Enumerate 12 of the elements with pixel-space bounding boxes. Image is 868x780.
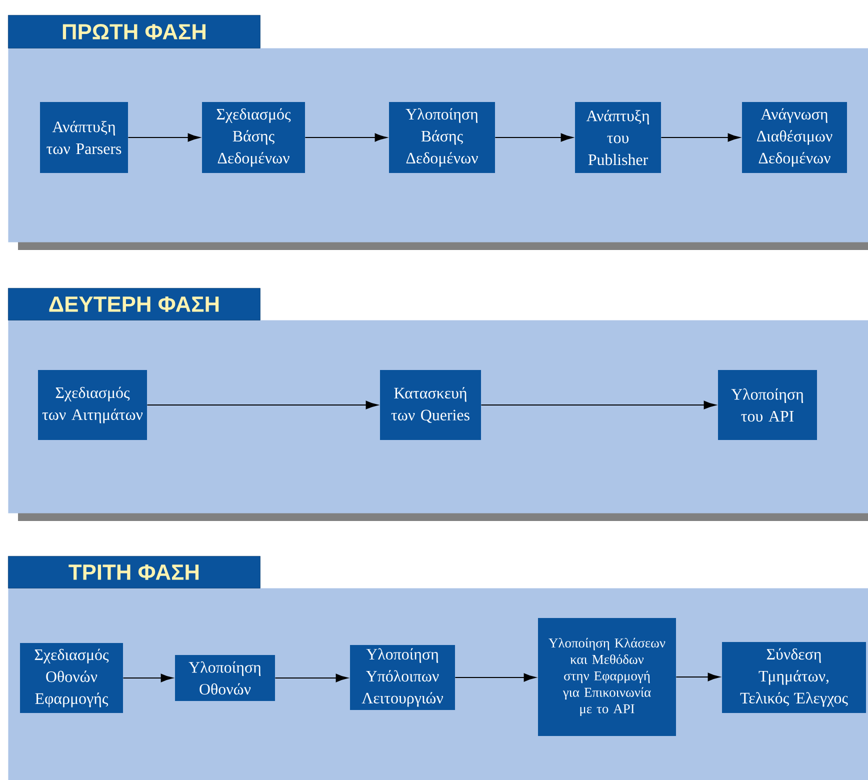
phase-heading: ΠΡΩΤΗ ΦΑΣΗ [8, 15, 260, 48]
arrow [122, 674, 174, 682]
process-box: Σχεδιασμός Οθονών Εφαρμογής [20, 643, 123, 713]
arrow [274, 674, 348, 682]
process-box: Υλοποίηση Οθονών [175, 655, 275, 701]
arrow [676, 672, 720, 682]
phase-heading: ΤΡΙΤΗ ΦΑΣΗ [8, 556, 260, 588]
process-box: Υλοποίηση Κλάσεων και Μεθόδων στην Εφαρμογή για Επικοινωνία με το API [538, 618, 676, 736]
phase-heading: ΔΕΥΤΕΡΗ ΦΑΣΗ [8, 288, 260, 320]
process-box: Υλοποίηση Υπόλοιπων Λειτουργιών [350, 645, 455, 710]
arrow [454, 673, 536, 682]
process-box: Σύνδεση Τμημάτων, Τελικός Έλεγχος [722, 642, 866, 713]
